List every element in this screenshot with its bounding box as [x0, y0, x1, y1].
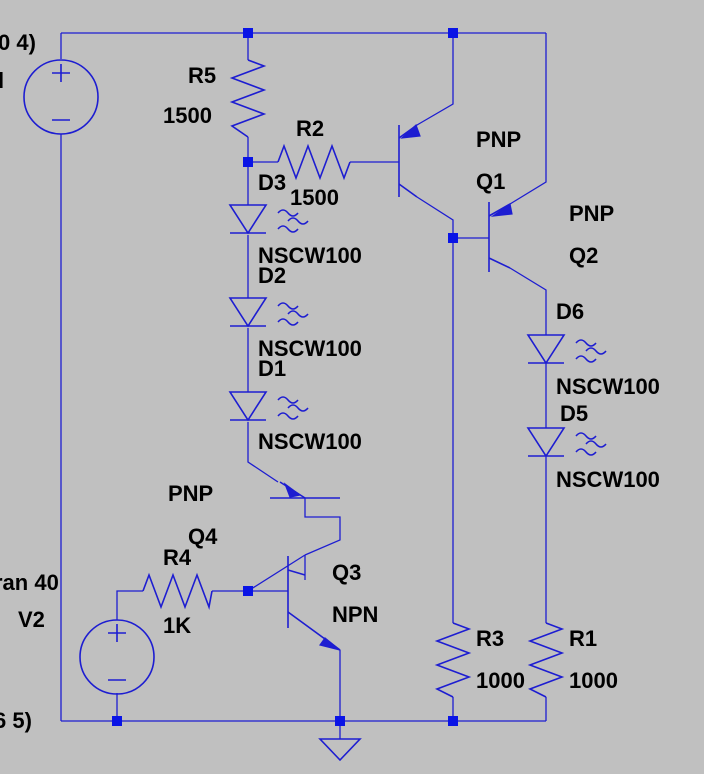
q1-name: Q1 — [476, 169, 505, 194]
junction-dot — [243, 28, 253, 38]
q4-type: PNP — [168, 481, 213, 506]
led-d2[interactable] — [228, 297, 309, 328]
wire-q2-collector — [509, 267, 547, 335]
r4-value: 1K — [163, 613, 191, 638]
r2-value: 1500 — [290, 185, 339, 210]
r3-value: 1000 — [476, 668, 525, 693]
q4-name: Q4 — [188, 524, 218, 549]
junctions — [112, 28, 458, 726]
r1-name: R1 — [569, 626, 597, 651]
r4-name: R4 — [163, 545, 192, 570]
r5-value: 1500 — [163, 103, 212, 128]
v2-name: V2 — [18, 607, 45, 632]
v2-line1: ran 40 — [0, 570, 59, 595]
q2-name: Q2 — [569, 243, 598, 268]
wire-q4-loop — [304, 498, 341, 575]
wire-r4-v2 — [116, 590, 143, 721]
v1-value-top: 0 4) — [0, 30, 36, 55]
voltage-source-v2[interactable] — [79, 619, 155, 695]
transistor-q2[interactable] — [488, 202, 513, 272]
resistor-r3[interactable] — [434, 622, 472, 698]
led-d1[interactable] — [228, 391, 309, 422]
junction-dot — [448, 716, 458, 726]
q1-type: PNP — [476, 127, 521, 152]
d5-name: D5 — [560, 401, 588, 426]
wire-q1-emitter — [416, 33, 454, 126]
v1-value-bottom: l — [0, 68, 4, 93]
wire-q1-collector — [416, 196, 489, 239]
r3-name: R3 — [476, 626, 504, 651]
d5-model: NSCW100 — [556, 467, 660, 492]
r1-value: 1000 — [569, 668, 618, 693]
wire-led-chain — [247, 235, 279, 483]
r2-name: R2 — [296, 116, 324, 141]
d1-model: NSCW100 — [258, 429, 362, 454]
voltage-source-v1[interactable] — [23, 59, 99, 135]
r5-name: R5 — [188, 63, 216, 88]
transistor-q4[interactable] — [270, 481, 340, 499]
resistor-r5[interactable] — [229, 59, 267, 138]
wire-q3-base — [212, 554, 306, 592]
d2-model: NSCW100 — [258, 336, 362, 361]
resistor-r1[interactable] — [527, 622, 565, 698]
v2-line3: 6 5) — [0, 708, 32, 733]
led-d3[interactable] — [228, 204, 309, 235]
junction-dot — [335, 716, 345, 726]
led-d5[interactable] — [526, 427, 607, 458]
wire-q2-emitter — [509, 33, 547, 205]
resistor-r2[interactable] — [277, 143, 351, 181]
wires — [60, 32, 547, 739]
junction-dot — [448, 233, 458, 243]
d6-name: D6 — [556, 299, 584, 324]
d3-name: D3 — [258, 170, 286, 195]
junction-dot — [448, 28, 458, 38]
d2-name: D2 — [258, 263, 286, 288]
transistor-q1[interactable] — [398, 123, 421, 198]
q3-name: Q3 — [332, 560, 361, 585]
transistor-q3[interactable] — [287, 556, 341, 651]
q2-type: PNP — [569, 201, 614, 226]
junction-dot — [112, 716, 122, 726]
junction-dot — [243, 157, 253, 167]
labels: 0 4) l ran 40 V2 6 5) R5 1500 R2 1500 D3… — [0, 30, 660, 733]
d6-model: NSCW100 — [556, 374, 660, 399]
d1-name: D1 — [258, 356, 286, 381]
ground-symbol — [318, 738, 362, 762]
led-d6[interactable] — [526, 334, 607, 365]
junction-dot — [243, 586, 253, 596]
q3-type: NPN — [332, 602, 378, 627]
resistor-r4[interactable] — [142, 572, 213, 610]
d3-model: NSCW100 — [258, 243, 362, 268]
